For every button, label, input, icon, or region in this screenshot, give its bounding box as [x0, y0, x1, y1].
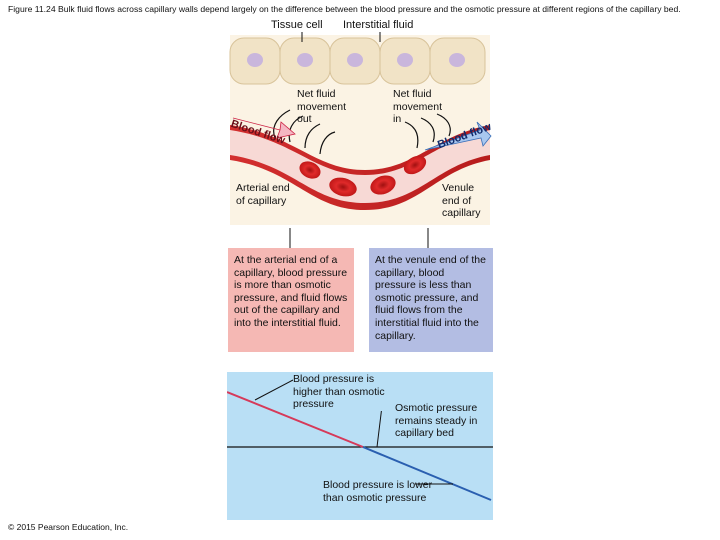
tissue-cells [229, 37, 486, 85]
blood-pressure-line-high [227, 391, 364, 448]
blood-flow-arrow-right [424, 121, 492, 151]
blood-pressure-line-low [362, 446, 492, 501]
net-out-label: Net fluid movement out [297, 88, 347, 125]
capillary-illustration [229, 32, 492, 225]
venule-explanation-box: At the venule end of the capillary, bloo… [369, 248, 493, 352]
red-blood-cells [299, 155, 427, 197]
capillary-tube [230, 125, 490, 210]
bp-higher-label: Blood pressure is higher than osmotic pr… [293, 373, 403, 411]
fluid-in-arrows [404, 113, 451, 149]
arterial-explanation-box: At the arterial end of a capillary, bloo… [228, 248, 354, 352]
bp-lower-label: Blood pressure is lower than osmotic pre… [323, 479, 433, 504]
fluid-out-arrows [273, 109, 336, 155]
blood-flow-arrow-left [232, 117, 296, 139]
osmotic-steady-label: Osmotic pressure remains steady in capil… [395, 402, 478, 439]
venule-end-label: Venule end of capillary [442, 182, 481, 219]
bp-higher-leader [254, 379, 294, 401]
figure-caption: Figure 11.24 Bulk fluid flows across cap… [8, 4, 681, 14]
interstitial-fluid-label: Interstitial fluid [343, 19, 414, 31]
arterial-end-label: Arterial end of capillary [236, 182, 290, 207]
tissue-cell-label: Tissue cell [271, 19, 323, 31]
box-connectors [289, 228, 429, 248]
net-in-label: Net fluid movement in [393, 88, 443, 125]
copyright: © 2015 Pearson Education, Inc. [8, 522, 129, 532]
